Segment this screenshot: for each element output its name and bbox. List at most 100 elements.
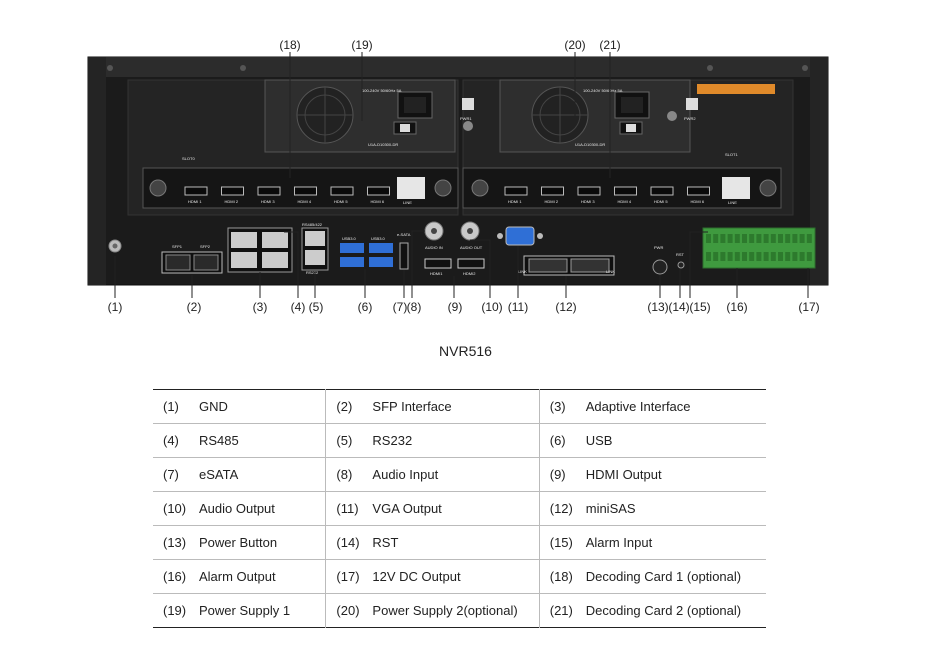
card2-hdmi-port <box>578 187 600 195</box>
legend-label: eSATA <box>199 467 238 482</box>
legend-cell: (8)Audio Input <box>326 458 539 492</box>
terminal-pin <box>756 252 761 261</box>
legend-label: SFP Interface <box>372 399 451 414</box>
legend-cell: (20)Power Supply 2(optional) <box>326 594 539 628</box>
card2-hdmi-label: HDMI 1 <box>508 199 522 204</box>
legend-number: (6) <box>540 433 586 448</box>
legend-row: (1)GND(2)SFP Interface(3)Adaptive Interf… <box>153 390 766 424</box>
hdmi-out-label-1: HDMI1 <box>430 271 443 276</box>
legend-cell: (4)RS485 <box>153 424 326 458</box>
legend-label: HDMI Output <box>586 467 662 482</box>
card1-hdmi-port <box>368 187 390 195</box>
legend-label: USB <box>586 433 613 448</box>
card2-hdmi-label: HDMI 2 <box>545 199 559 204</box>
rs485-label: RS485/422 <box>302 222 323 227</box>
legend-label: RST <box>372 535 398 550</box>
decoding-card-1: HDMI 1HDMI 2HDMI 3HDMI 4HDMI 5HDMI 6 LIN… <box>143 168 458 208</box>
terminal-pin <box>785 252 790 261</box>
callout-11: (11) <box>508 300 528 314</box>
hdmi-out-label-2: HDMI2 <box>463 271 476 276</box>
card1-hdmi-port <box>295 187 317 195</box>
card1-hdmi-port <box>331 187 353 195</box>
terminal-pin <box>720 234 725 243</box>
terminal-pin <box>749 234 754 243</box>
legend-number: (14) <box>326 535 372 550</box>
terminal-pin <box>728 252 733 261</box>
device-rear-panel-diagram: 100-240V 50/60Hz 5A U1A-D10300-DR PWR1 1… <box>0 0 931 330</box>
terminal-pin <box>735 252 740 261</box>
hdmi-output-2 <box>458 259 484 268</box>
legend-label: Power Supply 1 <box>199 603 290 618</box>
minisas-ports: LINK LINK <box>518 256 615 275</box>
legend-number: (2) <box>326 399 372 414</box>
card1-hdmi-label: HDMI 3 <box>261 199 275 204</box>
minisas-link-left: LINK <box>518 269 527 274</box>
terminal-pin <box>800 252 805 261</box>
sfp1-label: SFP1 <box>172 244 183 249</box>
vga-port <box>506 227 534 245</box>
card1-hdmi-label: HDMI 4 <box>298 199 312 204</box>
terminal-pin <box>800 234 805 243</box>
callout-2: (2) <box>187 300 202 314</box>
legend-number: (18) <box>540 569 586 584</box>
card2-hdmi-port <box>505 187 527 195</box>
legend-cell: (21)Decoding Card 2 (optional) <box>539 594 766 628</box>
legend-cell: (15)Alarm Input <box>539 526 766 560</box>
screw-icon <box>107 65 113 71</box>
legend-cell: (13)Power Button <box>153 526 326 560</box>
legend-label: VGA Output <box>372 501 441 516</box>
callout-17: (17) <box>798 300 819 314</box>
callout-8: (8) <box>407 300 422 314</box>
legend-label: Audio Output <box>199 501 275 516</box>
terminal-pin <box>706 252 711 261</box>
legend-number: (12) <box>540 501 586 516</box>
legend-label: RS485 <box>199 433 239 448</box>
callout-5: (5) <box>309 300 324 314</box>
callout-16: (16) <box>726 300 747 314</box>
esata-port <box>400 243 408 269</box>
terminal-pin <box>720 252 725 261</box>
callout-4: (4) <box>291 300 306 314</box>
callout-7: (7) <box>393 300 408 314</box>
legend-label: Alarm Input <box>586 535 652 550</box>
legend-cell: (1)GND <box>153 390 326 424</box>
legend-number: (21) <box>540 603 586 618</box>
legend-number: (7) <box>153 467 199 482</box>
legend-cell: (2)SFP Interface <box>326 390 539 424</box>
terminal-pin <box>728 234 733 243</box>
legend-label: 12V DC Output <box>372 569 460 584</box>
slot1-label: SLOT1 <box>725 152 738 157</box>
legend-label: Power Supply 2(optional) <box>372 603 517 618</box>
card2-hdmi-port <box>688 187 710 195</box>
legend-number: (19) <box>153 603 199 618</box>
legend-cell: (18)Decoding Card 1 (optional) <box>539 560 766 594</box>
legend-cell: (5)RS232 <box>326 424 539 458</box>
terminal-pin <box>771 234 776 243</box>
callout-1: (1) <box>108 300 123 314</box>
adaptive-ethernet-ports <box>228 228 292 272</box>
legend-number: (8) <box>326 467 372 482</box>
rst-label: RST <box>676 252 685 257</box>
alarm-terminal-blocks <box>703 228 815 268</box>
terminal-pin <box>764 252 769 261</box>
legend-cell: (3)Adaptive Interface <box>539 390 766 424</box>
callout-21: (21) <box>599 38 620 52</box>
screw-icon <box>240 65 246 71</box>
callout-15: (15) <box>689 300 710 314</box>
callout-20: (20) <box>564 38 585 52</box>
callout-3: (3) <box>253 300 268 314</box>
callout-14: (14) <box>668 300 689 314</box>
terminal-pin <box>764 234 769 243</box>
slot0-label: SLOT0 <box>182 156 195 161</box>
card1-hdmi-label: HDMI 6 <box>371 199 385 204</box>
legend-cell: (9)HDMI Output <box>539 458 766 492</box>
esata-label: e-SATA <box>397 232 411 237</box>
legend-label: Alarm Output <box>199 569 276 584</box>
terminal-pin <box>742 234 747 243</box>
power-supply-1: 100-240V 50/60Hz 5A U1A-D10300-DR PWR1 <box>265 80 474 152</box>
minisas-link-right: LINK <box>606 269 615 274</box>
legend-number: (16) <box>153 569 199 584</box>
card1-hdmi-label: HDMI 2 <box>225 199 239 204</box>
card1-hdmi-port <box>222 187 244 195</box>
